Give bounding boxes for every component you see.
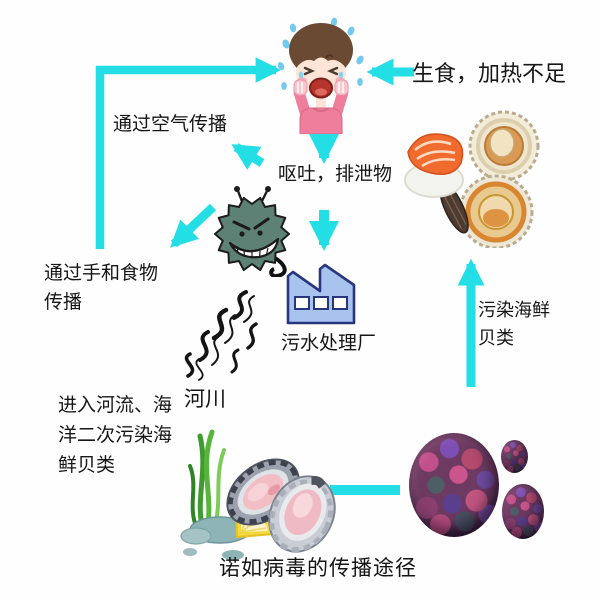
arrow-hands-to-person [95,57,282,249]
arrow-vomit-to-air [231,143,265,170]
label-contaminate-shellfish: 污染海鲜 贝类 [478,300,550,349]
label-hands-food: 通过手和食物 传播 [44,262,159,314]
oyster-seaweed-lemon-icon [180,429,336,560]
norovirus-particles-icon [409,433,499,537]
salmon-sushi-icon [404,133,464,198]
river-waves-icon [184,290,258,381]
label-vomit-excreta: 呕吐，排泄物 [278,163,393,185]
rocks-icon [180,516,251,560]
oyster-icon [226,458,336,553]
seaweed-icon [188,429,226,529]
page-title: 诺如病毒的传播途径 [219,556,417,580]
label-sewage-plant: 污水处理厂 [281,332,377,354]
norovirus-particle-small-icon [501,440,528,473]
label-raw-food: 生食，加热不足 [412,62,567,87]
virus-cartoon-icon [214,186,290,277]
crying-person-icon [277,17,364,134]
salmon-scallop-icon [404,110,540,248]
label-secondary-pollution: 进入河流、海 洋二次污染海 鲜贝类 [58,394,173,477]
norovirus-particle-medium-icon [502,484,544,539]
label-airborne: 通过空气传播 [113,113,228,135]
scallop-shells-icon [439,110,540,248]
arrow-virus-to-hands [170,203,217,248]
label-river: 河川 [184,387,226,411]
sewage-plant-icon [286,263,356,325]
